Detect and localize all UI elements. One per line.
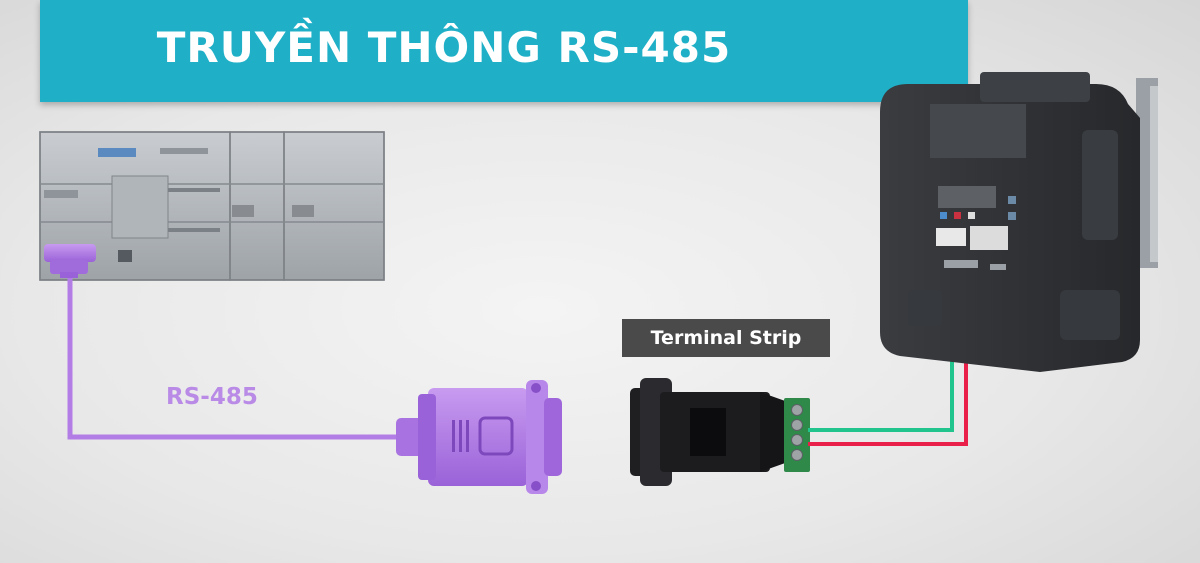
db9-connector-purple	[396, 380, 562, 494]
ethernet-port-icon	[118, 250, 132, 262]
plc-siemens-s7-1200	[39, 131, 385, 281]
rs485-cable-label: RS-485	[166, 384, 258, 410]
terminal-strip-label: Terminal Strip	[622, 319, 830, 357]
terminal-strip-adapter	[630, 378, 810, 486]
drive-lcd-display	[938, 186, 996, 208]
cable-grip-ribs	[452, 420, 469, 452]
rs485-cable	[67, 278, 400, 440]
drive-label-sticker	[936, 228, 966, 246]
green-terminal-block	[784, 398, 810, 472]
frequency-inverter-drive	[880, 72, 1158, 372]
title-banner: TRUYỀN THÔNG RS-485	[40, 0, 968, 102]
siemens-logo	[98, 148, 136, 157]
banner-title: TRUYỀN THÔNG RS-485	[156, 23, 732, 72]
drive-terminal-io	[944, 260, 978, 268]
plc-db9-connector	[44, 244, 96, 278]
